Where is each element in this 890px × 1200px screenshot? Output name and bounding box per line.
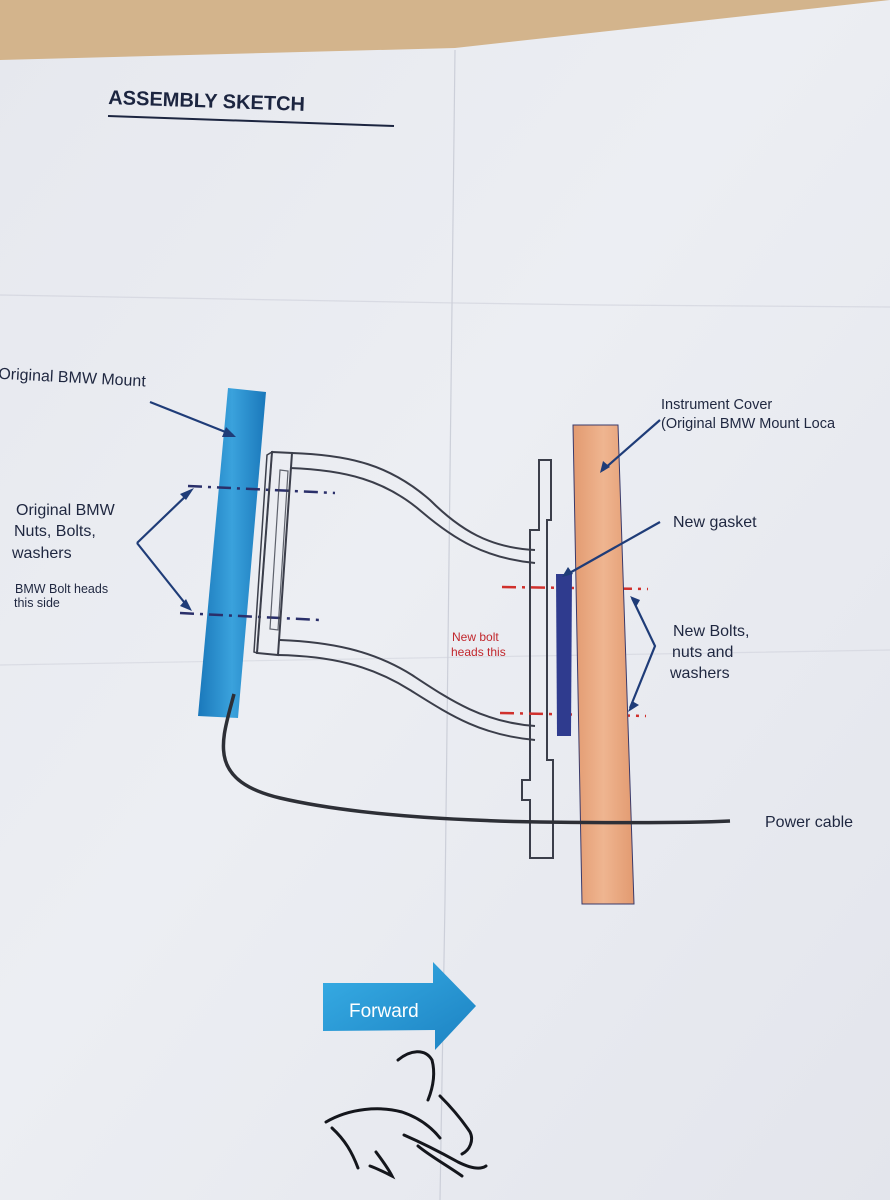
power-cable [221,693,731,825]
label-original-nuts-1: Original BMW [16,502,116,519]
label-bolt-heads-1: BMW Bolt heads [15,582,108,596]
title-underline [107,115,395,127]
forward-label: Forward [349,1001,419,1022]
arrowheads [180,427,640,712]
label-instrument-cover-2: (Original BMW Mount Loca [661,416,836,432]
handwritten-signature [324,1050,488,1180]
label-new-gasket: New gasket [673,514,757,531]
new-gasket [556,574,572,736]
label-new-bolt-heads-2: heads this [451,645,506,659]
adapter-bracket [253,450,554,859]
label-new-bolts-3: washers [669,665,730,682]
label-original-nuts-2: Nuts, Bolts, [14,523,96,540]
label-new-bolts-2: nuts and [672,644,733,661]
label-power-cable: Power cable [765,814,853,831]
forward-arrow: Forward [323,962,476,1050]
annotation-arrows [136,400,661,709]
label-instrument-cover-1: Instrument Cover [661,397,772,413]
label-new-bolts-1: New Bolts, [673,623,749,640]
original-bolt-lines [179,484,336,622]
label-bolt-heads-2: this side [14,596,60,610]
label-new-bolt-heads-1: New bolt [452,630,499,644]
label-original-nuts-3: washers [11,545,72,562]
original-bmw-mount [198,388,266,718]
